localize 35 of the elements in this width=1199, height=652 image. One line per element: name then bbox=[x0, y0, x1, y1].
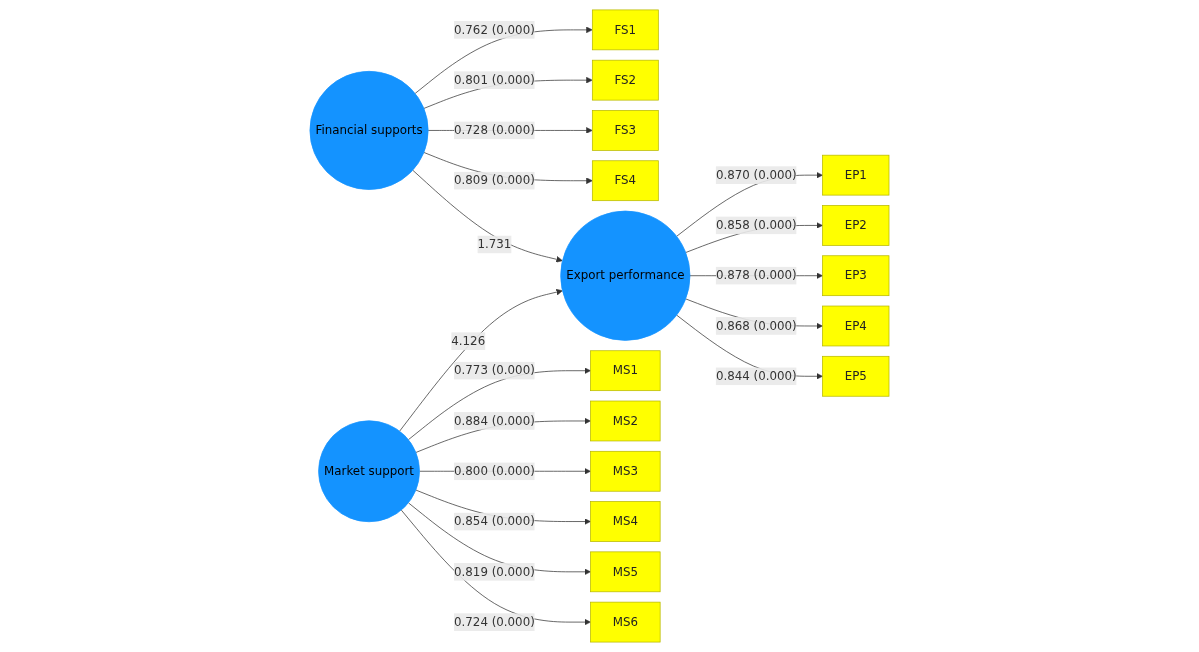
edge-label: 0.844 (0.000) bbox=[715, 368, 797, 383]
node-box: EP3 bbox=[822, 255, 890, 297]
edge-label: 0.728 (0.000) bbox=[454, 123, 535, 138]
node-box: EP2 bbox=[822, 205, 890, 246]
edge-label: 0.800 (0.000) bbox=[454, 463, 535, 478]
node-box: EP5 bbox=[822, 355, 890, 397]
edge-label: 0.773 (0.000) bbox=[454, 363, 535, 378]
node-box: MS3 bbox=[590, 450, 661, 492]
edge-label: 0.884 (0.000) bbox=[454, 413, 535, 428]
edge-label: 0.858 (0.000) bbox=[715, 218, 797, 233]
edge-label: 0.878 (0.000) bbox=[715, 268, 797, 283]
edge-label: 0.724 (0.000) bbox=[454, 614, 535, 629]
node-box: FS2 bbox=[592, 59, 659, 101]
node-box: FS3 bbox=[592, 110, 659, 151]
node-box: MS6 bbox=[590, 601, 661, 643]
edge-label: 0.762 (0.000) bbox=[454, 22, 535, 37]
edge-label: 0.809 (0.000) bbox=[454, 173, 535, 188]
edge-label: 1.731 bbox=[477, 237, 512, 252]
edge-label: 0.868 (0.000) bbox=[715, 318, 797, 333]
edge-label: 4.126 bbox=[451, 333, 486, 348]
node-box: MS5 bbox=[590, 551, 661, 593]
node-circle: Export performance bbox=[560, 210, 691, 341]
node-box: MS1 bbox=[590, 350, 661, 392]
node-box: MS4 bbox=[590, 501, 661, 542]
node-box: EP1 bbox=[822, 154, 890, 196]
node-circle: Market support bbox=[318, 420, 420, 523]
edge-label: 0.854 (0.000) bbox=[454, 514, 535, 529]
node-box: EP4 bbox=[822, 305, 890, 347]
node-circle: Financial supports bbox=[309, 70, 429, 190]
node-box: FS1 bbox=[592, 9, 659, 51]
edge-label: 0.870 (0.000) bbox=[715, 167, 797, 182]
node-box: FS4 bbox=[592, 160, 659, 202]
edge-label: 0.801 (0.000) bbox=[454, 72, 535, 87]
edge-label: 0.819 (0.000) bbox=[454, 564, 535, 579]
node-box: MS2 bbox=[590, 400, 661, 442]
